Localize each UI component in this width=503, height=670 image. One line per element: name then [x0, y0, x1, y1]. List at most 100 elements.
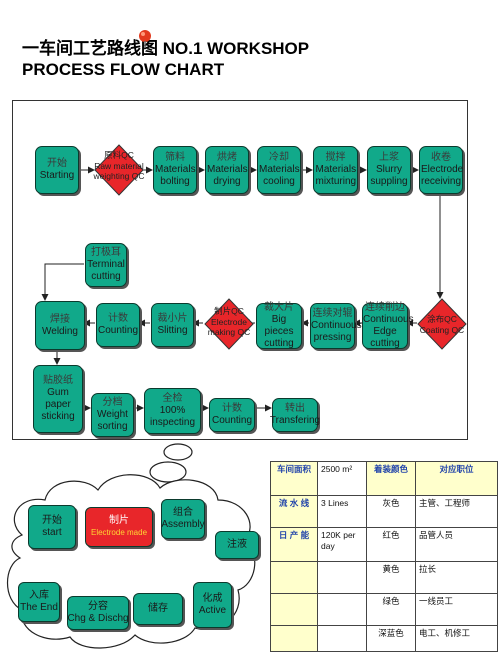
node-weight: 分档 Weight sorting [91, 393, 134, 437]
table-cell: 绿色 [366, 593, 416, 626]
table-row: 流 水 线 3 Lines 灰色 主管、工程师 [270, 495, 498, 528]
table-row: 深蓝色 电工、机修工 [270, 625, 498, 652]
node-transfering-cn: 转出 [285, 403, 305, 414]
node-receiving: 收卷 Electrode receiving [419, 146, 463, 194]
node-weight-cn: 分档 [102, 397, 123, 408]
node-counting-1-en: Counting [97, 325, 139, 336]
node-counting-2: 计数 Counting [209, 398, 255, 432]
node-terminal-en: Terminal cutting [87, 259, 125, 282]
cloud-node-start-en: start [42, 527, 62, 538]
cloud-node-electrode: 制片 Electrode made [85, 507, 153, 547]
node-receiving-en: Electrode receiving [421, 164, 464, 187]
node-mixturing-en: Materials mixturing [315, 164, 357, 187]
table-cell: 电工、机修工 [415, 625, 498, 652]
diamond-coating-qc-en: Coating QC [419, 325, 465, 335]
node-big-pieces: 裁大片 Big pieces cutting [256, 302, 302, 349]
table-row: 车间面积 2500 m² 着装颜色 对应职位 [270, 461, 498, 496]
cloud-node-injection-cn: 注液 [227, 539, 247, 550]
cloud-node-active-cn: 化成 [202, 593, 223, 604]
table-cell: 深蓝色 [366, 625, 416, 652]
diamond-making-qc-shape [204, 298, 254, 350]
diamond-raw-qc-en: Raw material weighting QC [93, 161, 145, 181]
diamond-raw-qc: 原料QC Raw material weighting QC [93, 144, 145, 196]
cloud-node-assembly: 组合 Assembly [161, 499, 205, 539]
table-cell [270, 561, 318, 594]
node-welding: 焊接 Welding [35, 301, 85, 350]
page-title: 一车间工艺路线图 NO.1 WORKSHOP PROCESS FLOW CHAR… [22, 38, 309, 80]
cloud-node-active-en: Active [198, 605, 227, 616]
table-cell: 车间面积 [270, 461, 318, 496]
cloud-node-chg-en: Chg & Dischg [67, 613, 129, 624]
node-transfering: 转出 Transfering [270, 398, 320, 432]
node-welding-en: Welding [42, 325, 78, 337]
title-line-1: 一车间工艺路线图 NO.1 WORKSHOP [22, 39, 310, 58]
node-inspecting-cn: 全检 [162, 393, 183, 404]
node-gum-cn: 贴胶纸 [43, 375, 73, 386]
table-cell [317, 625, 367, 652]
cloud-node-assembly-en: Assembly [161, 519, 205, 530]
node-slitting-en: Slitting [157, 325, 188, 336]
table-cell: 品管人员 [415, 527, 498, 562]
diamond-coating-qc: 涂布QC Coating QC [417, 298, 467, 350]
node-bolting-cn: 筛料 [165, 152, 185, 163]
node-pressing-en: Continuous pressing [311, 320, 362, 343]
diamond-making-qc-cn: 制片QC [214, 306, 244, 316]
node-drying: 烘烤 Materials drying [205, 146, 249, 194]
cloud-node-start: 开始 start [28, 505, 76, 549]
cloud-node-end-en: The End [20, 602, 58, 613]
node-gum: 贴胶纸 Gum paper sticking [33, 365, 83, 433]
cloud-node-start-cn: 开始 [42, 515, 62, 526]
node-cooling-cn: 冷却 [269, 152, 289, 163]
node-slurry: 上浆 Slurry suppling [367, 146, 411, 194]
table-cell: 红色 [366, 527, 416, 562]
node-big-pieces-cn: 裁大片 [264, 302, 294, 313]
node-welding-cn: 焊接 [50, 313, 70, 325]
node-inspecting-en: 100% inspecting [149, 405, 196, 428]
pushpin-icon [139, 30, 151, 48]
node-pressing: 连续对辊 Continuous pressing [310, 303, 362, 349]
table-cell: 3 Lines [317, 495, 367, 528]
cloud-node-assembly-cn: 组合 [173, 507, 193, 518]
table-cell: 一线员工 [415, 593, 498, 626]
cloud-node-storage-cn: 储存 [148, 603, 168, 614]
table-cell [317, 561, 367, 594]
node-receiving-cn: 收卷 [431, 152, 451, 163]
cloud-node-end: 入库 The End [18, 582, 60, 622]
node-mixturing-cn: 搅拌 [325, 152, 346, 163]
node-terminal-cn: 打极耳 [91, 247, 121, 258]
node-edge-cutting-en: Continuous Edge cutting [363, 314, 414, 349]
cloud-node-injection: 注液 [215, 531, 259, 559]
node-drying-en: Materials drying [207, 164, 248, 187]
node-cooling-en: Materials cooling [259, 164, 300, 187]
node-start-cn: 开始 [47, 158, 67, 169]
table-cell: 120K per day [317, 527, 367, 562]
diamond-making-qc: 制片QC Electrode making QC [204, 298, 254, 350]
title-line-2: PROCESS FLOW CHART [22, 60, 225, 79]
cloud-node-electrode-en: Electrode made [90, 528, 148, 537]
table-cell: 主管、工程师 [415, 495, 498, 528]
node-pressing-cn: 连续对辊 [312, 308, 353, 319]
node-terminal: 打极耳 Terminal cutting [85, 243, 127, 287]
node-edge-cutting-cn: 连续削边 [365, 302, 405, 313]
diamond-raw-qc-cn: 原料QC [104, 150, 134, 160]
table-cell: 2500 m² [317, 461, 367, 496]
cloud-node-chg-cn: 分容 [88, 601, 108, 612]
table-cell: 日 产 能 [270, 527, 318, 562]
node-slitting-cn: 裁小片 [157, 313, 188, 324]
table-cell [317, 593, 367, 626]
node-counting-1-cn: 计数 [108, 313, 128, 324]
node-bolting-en: Materials bolting [155, 164, 196, 187]
node-start-en: Starting [39, 170, 75, 181]
table-row: 绿色 一线员工 [270, 593, 498, 626]
cloud-node-end-cn: 入库 [29, 590, 49, 601]
node-counting-2-cn: 计数 [222, 403, 242, 414]
diamond-coating-qc-shape [417, 298, 467, 350]
node-counting-2-en: Counting [211, 415, 253, 426]
diamond-making-qc-en: Electrode making QC [207, 317, 251, 337]
cloud-node-active: 化成 Active [193, 582, 232, 628]
table-cell [270, 593, 318, 626]
table-cell: 拉长 [415, 561, 498, 594]
node-counting-1: 计数 Counting [96, 303, 140, 347]
table-cell: 流 水 线 [270, 495, 318, 528]
table-cell: 对应职位 [415, 461, 498, 496]
